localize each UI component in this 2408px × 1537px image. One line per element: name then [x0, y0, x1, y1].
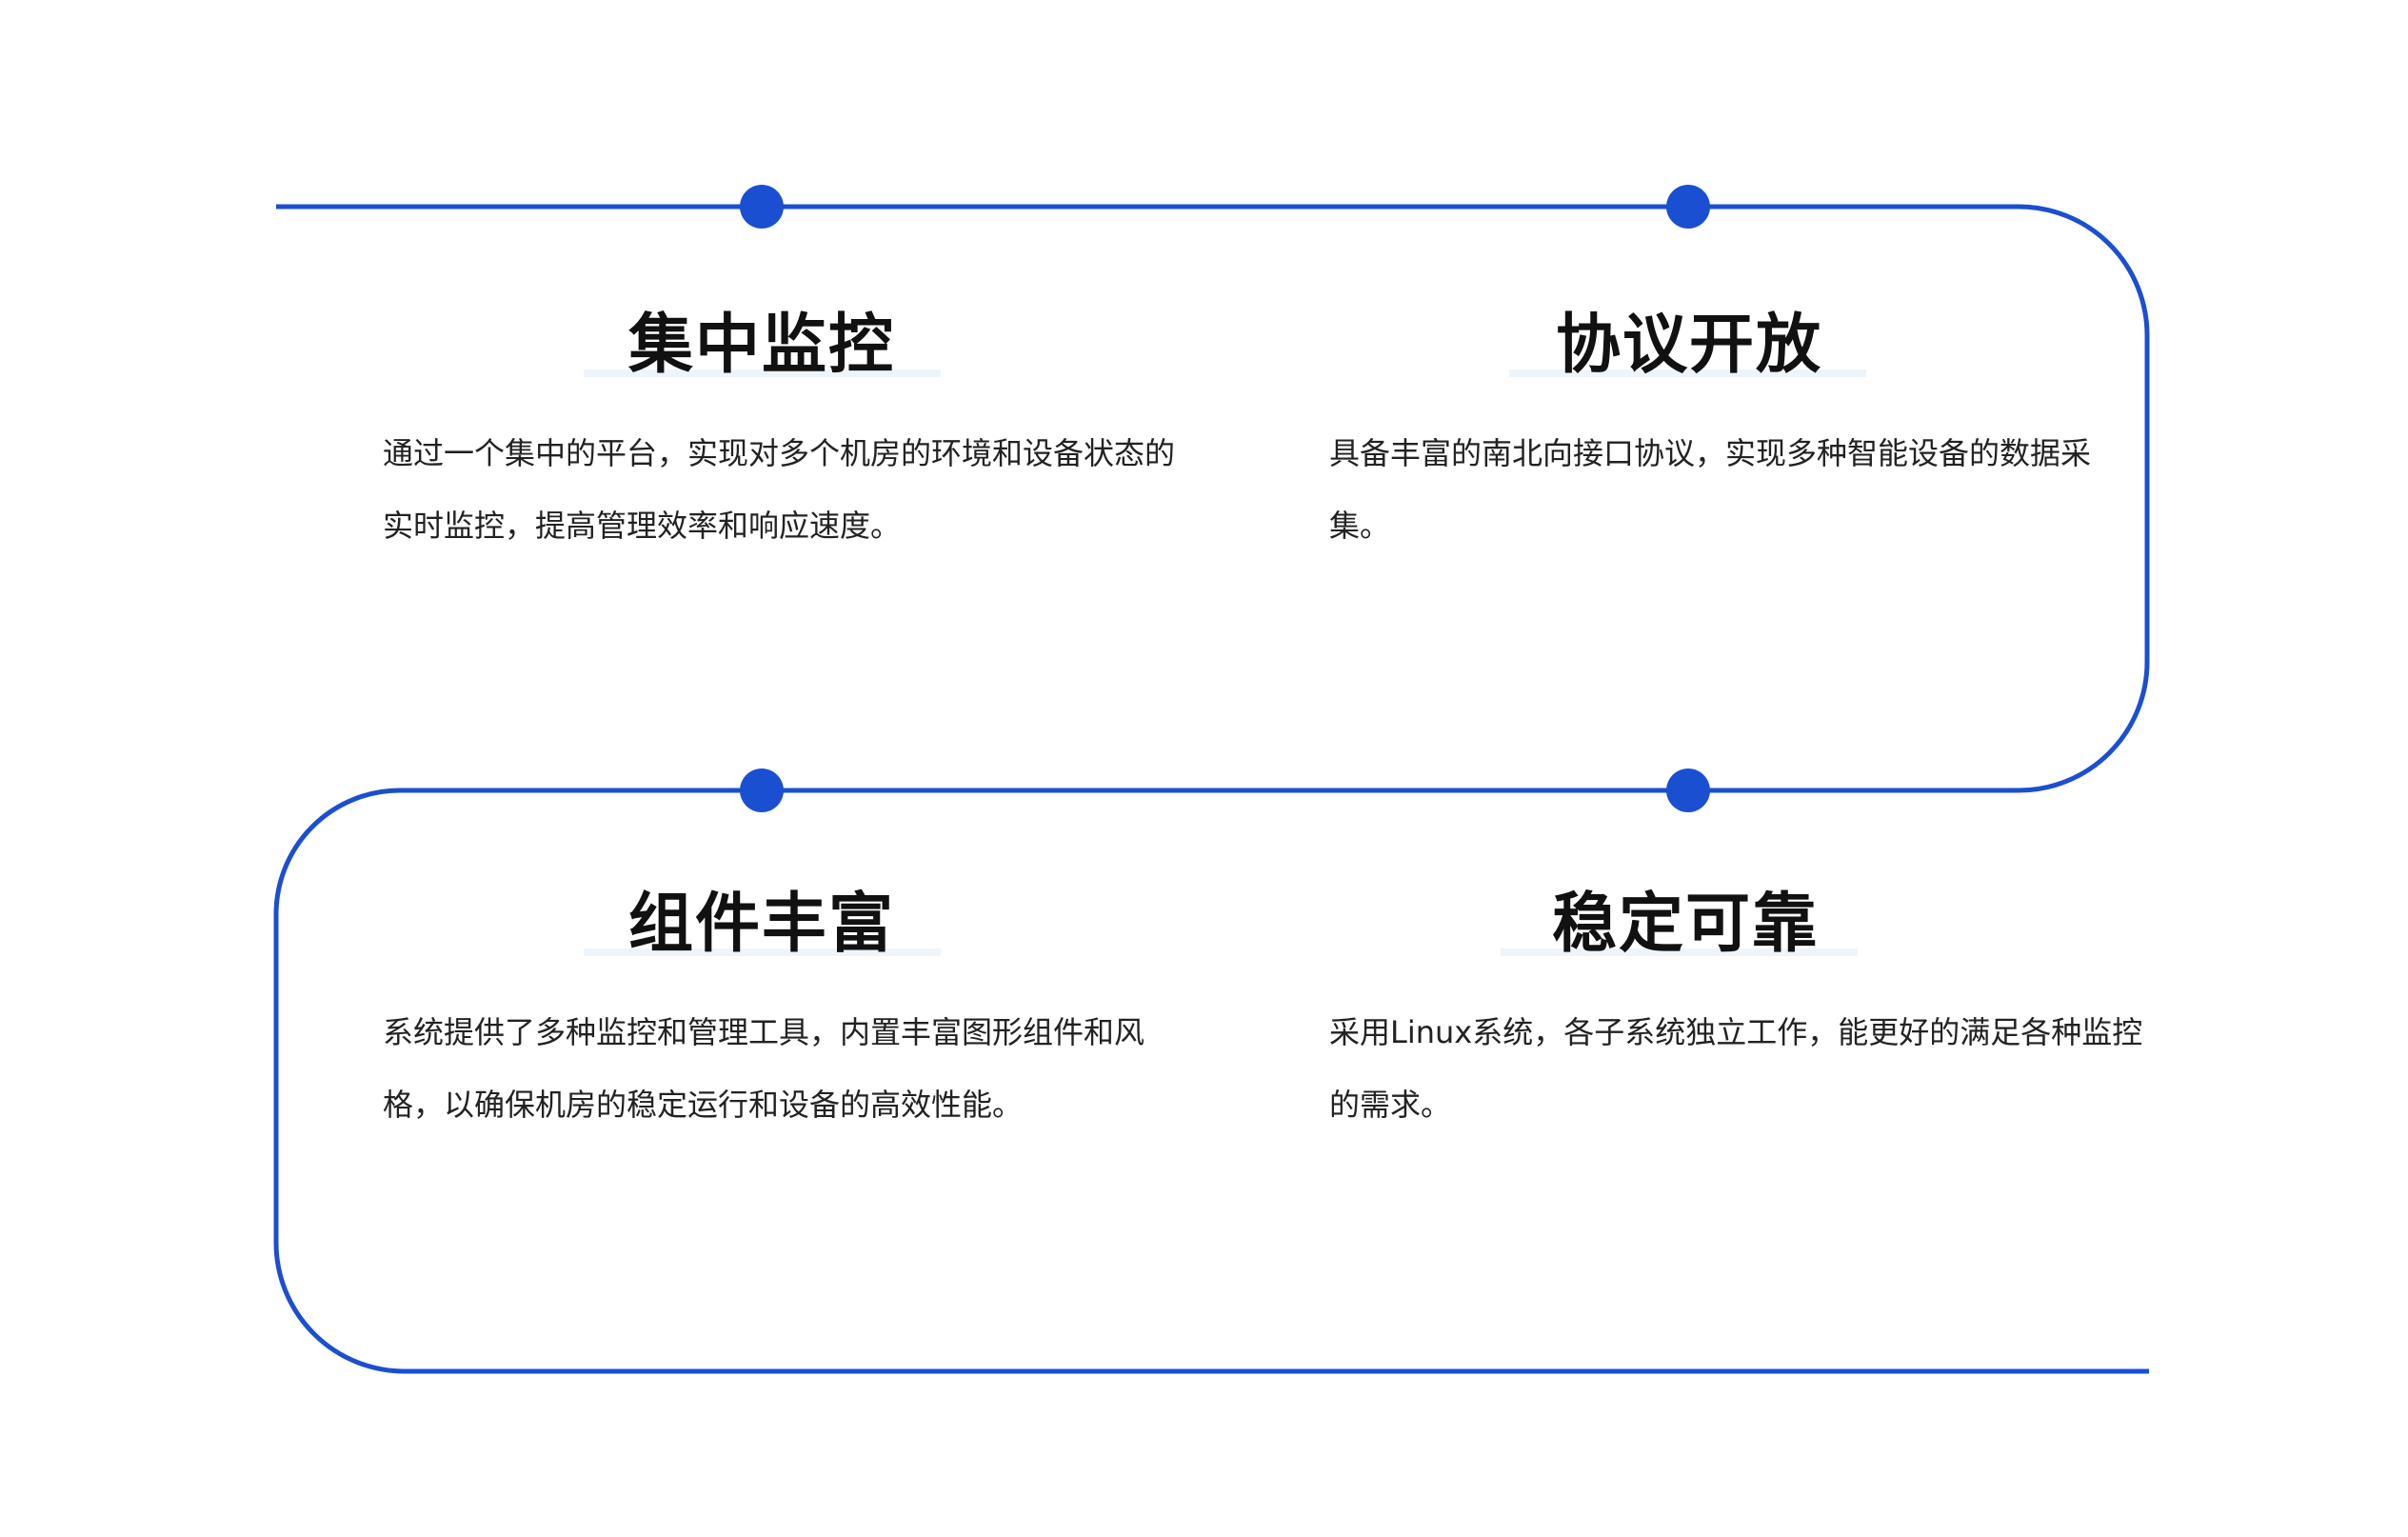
timeline-node-1	[740, 185, 784, 229]
feature-description: 具备丰富的南北向接口协议，实现多种智能设备的数据采集。	[1329, 435, 2092, 544]
title-underline	[584, 948, 941, 956]
feature-description: 通过一个集中的平台，实现对多个机房的环境和设备状态的实时监控，提高管理效率和响应…	[383, 435, 1176, 544]
timeline-node-3	[740, 768, 784, 812]
title-underline	[1509, 369, 1866, 377]
feature-title: 集中监控	[627, 308, 895, 383]
timeline-node-2	[1666, 185, 1710, 229]
feature-title-wrap: 稳定可靠	[1329, 882, 2148, 968]
feature-description: 采用Linux系统，各子系统独立工作，能更好的满足各种监控的需求。	[1329, 1014, 2143, 1123]
feature-title-wrap: 组件丰富	[383, 882, 1202, 968]
feature-title: 协议开放	[1555, 308, 1822, 383]
feature-title: 稳定可靠	[1551, 887, 1819, 962]
title-underline	[584, 369, 941, 377]
feature-title: 组件丰富	[627, 887, 895, 962]
feature-description: 系统提供了多种监控和管理工具，内置丰富图形组件和风格，以确保机房的稳定运行和设备…	[383, 1014, 1145, 1123]
feature-title-wrap: 协议开放	[1329, 303, 2148, 389]
timeline-path	[273, 204, 2150, 1374]
title-underline	[1501, 948, 1858, 956]
feature-title-wrap: 集中监控	[383, 303, 1202, 389]
timeline-node-4	[1666, 768, 1710, 812]
